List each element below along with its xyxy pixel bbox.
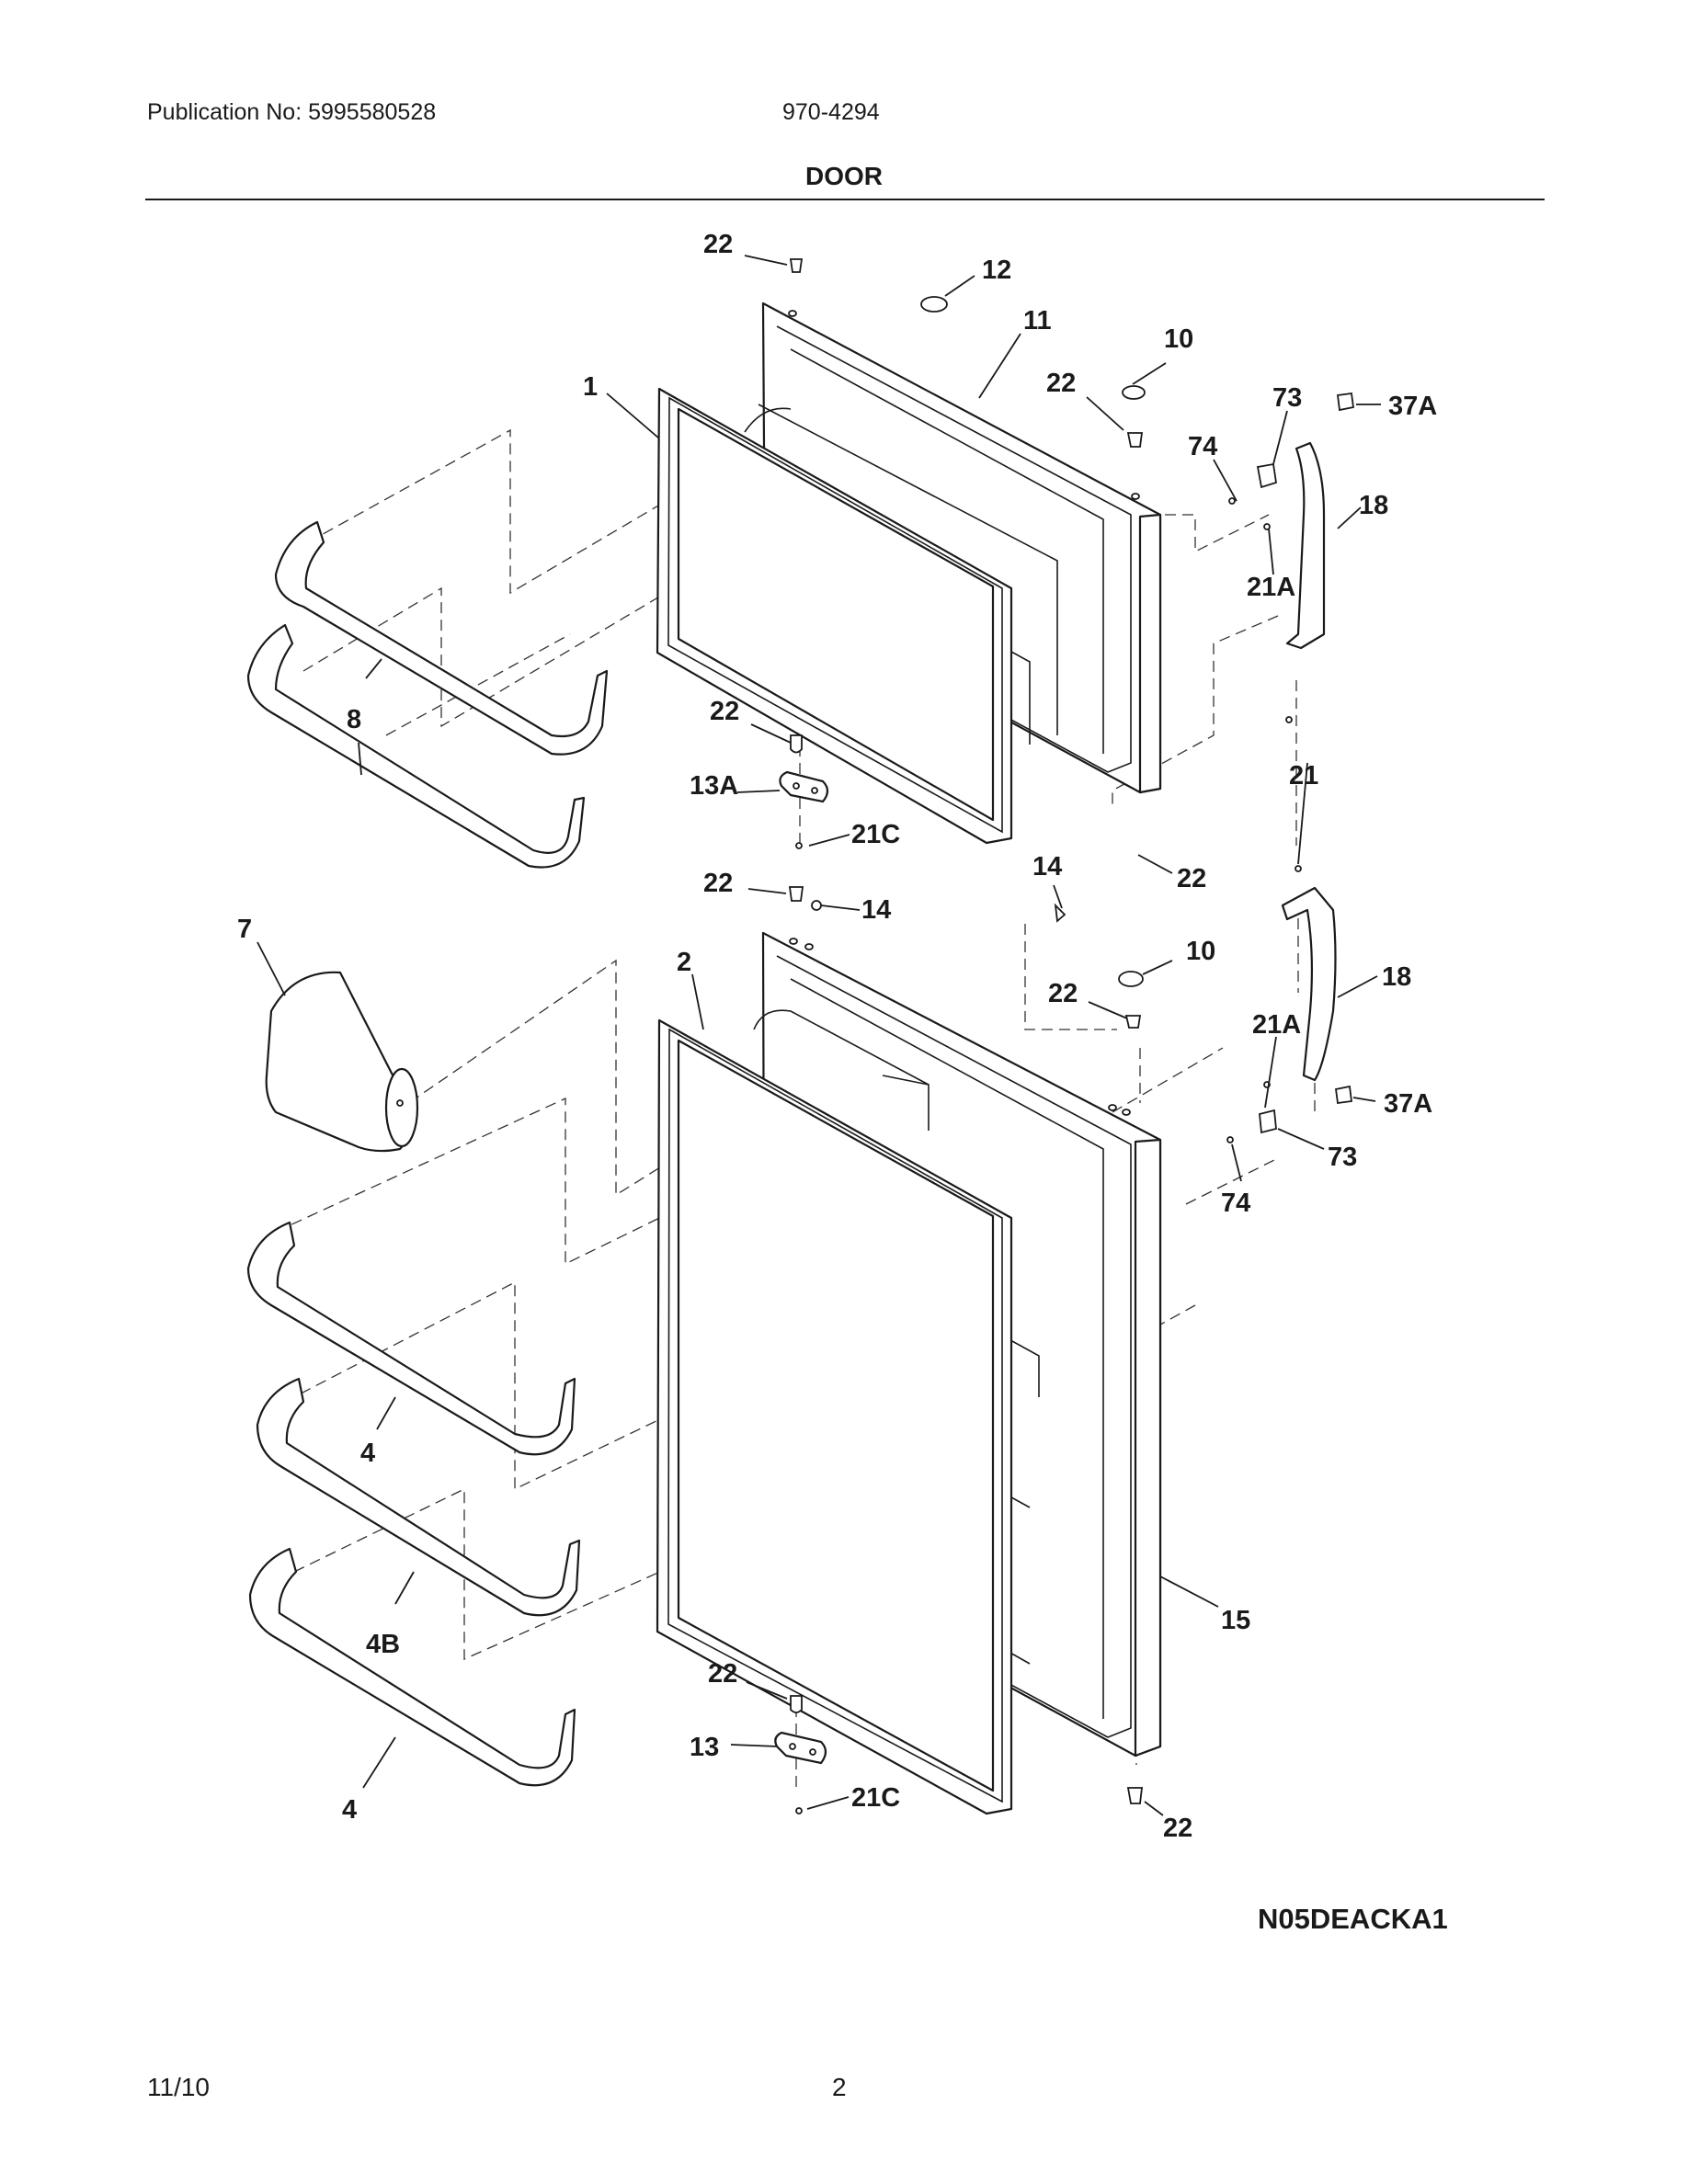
callout-4B: 4B (366, 1630, 400, 1659)
callout-11: 11 (1023, 306, 1052, 336)
callout-21A: 21A (1247, 573, 1295, 602)
callout-22: 22 (1163, 1814, 1192, 1843)
freezer-door-11 (744, 301, 1162, 794)
callout-leader-lines (257, 255, 1381, 1816)
callout-22: 22 (1046, 369, 1076, 398)
callout-13A: 13A (690, 771, 738, 801)
dairy-door-7 (265, 971, 419, 1153)
callout-73: 73 (1328, 1143, 1357, 1172)
title-divider (145, 199, 1545, 200)
callout-73: 73 (1272, 383, 1302, 413)
callout-22: 22 (703, 230, 733, 259)
callout-13: 13 (690, 1733, 719, 1762)
callout-74: 74 (1188, 432, 1217, 461)
callout-21C: 21C (851, 1783, 900, 1813)
callout-14: 14 (1032, 852, 1062, 882)
callout-22: 22 (1177, 864, 1206, 893)
callout-37A: 37A (1388, 392, 1437, 421)
fresh-food-door-shelves (246, 1221, 581, 1787)
callout-4: 4 (342, 1795, 357, 1825)
callout-8: 8 (347, 705, 361, 734)
page-number: 2 (832, 2073, 847, 2101)
callout-18: 18 (1382, 962, 1411, 992)
callout-2: 2 (677, 948, 691, 977)
callout-7: 7 (237, 915, 252, 944)
freezer-door-gasket-1 (656, 387, 1013, 845)
callout-18: 18 (1359, 491, 1388, 520)
fresh-food-door-gasket-2 (656, 1018, 1013, 1815)
callout-22: 22 (708, 1659, 737, 1689)
handle-lower-18 (1226, 886, 1353, 1143)
callout-10: 10 (1186, 937, 1215, 966)
hinge-13 (774, 886, 1144, 1814)
callout-1: 1 (583, 372, 598, 402)
callout-37A: 37A (1384, 1089, 1432, 1119)
callout-22: 22 (1048, 979, 1078, 1008)
callout-74: 74 (1221, 1189, 1250, 1218)
hinge-13A (779, 258, 1146, 849)
callout-21: 21 (1289, 761, 1318, 791)
callout-22: 22 (703, 869, 733, 898)
publication-number: Publication No: 5995580528 (147, 99, 437, 125)
callout-15: 15 (1221, 1606, 1250, 1635)
part-callouts: 22 12 11 10 22 73 37A 1 74 18 21A 8 22 1… (237, 230, 1437, 1843)
model-number: 970-4294 (782, 99, 880, 125)
callout-21A: 21A (1252, 1010, 1301, 1040)
callout-4: 4 (360, 1439, 375, 1468)
callout-21C: 21C (851, 820, 900, 849)
callout-10: 10 (1164, 324, 1193, 354)
callout-22: 22 (710, 697, 739, 726)
callout-12: 12 (982, 256, 1011, 285)
callout-14: 14 (861, 895, 891, 925)
freezer-door-shelves-8 (246, 520, 609, 869)
page-title: DOOR (805, 162, 883, 190)
footer-date: 11/10 (147, 2073, 210, 2101)
diagram-code: N05DEACKA1 (1258, 1903, 1448, 1935)
handle-upper-18 (1228, 392, 1355, 872)
